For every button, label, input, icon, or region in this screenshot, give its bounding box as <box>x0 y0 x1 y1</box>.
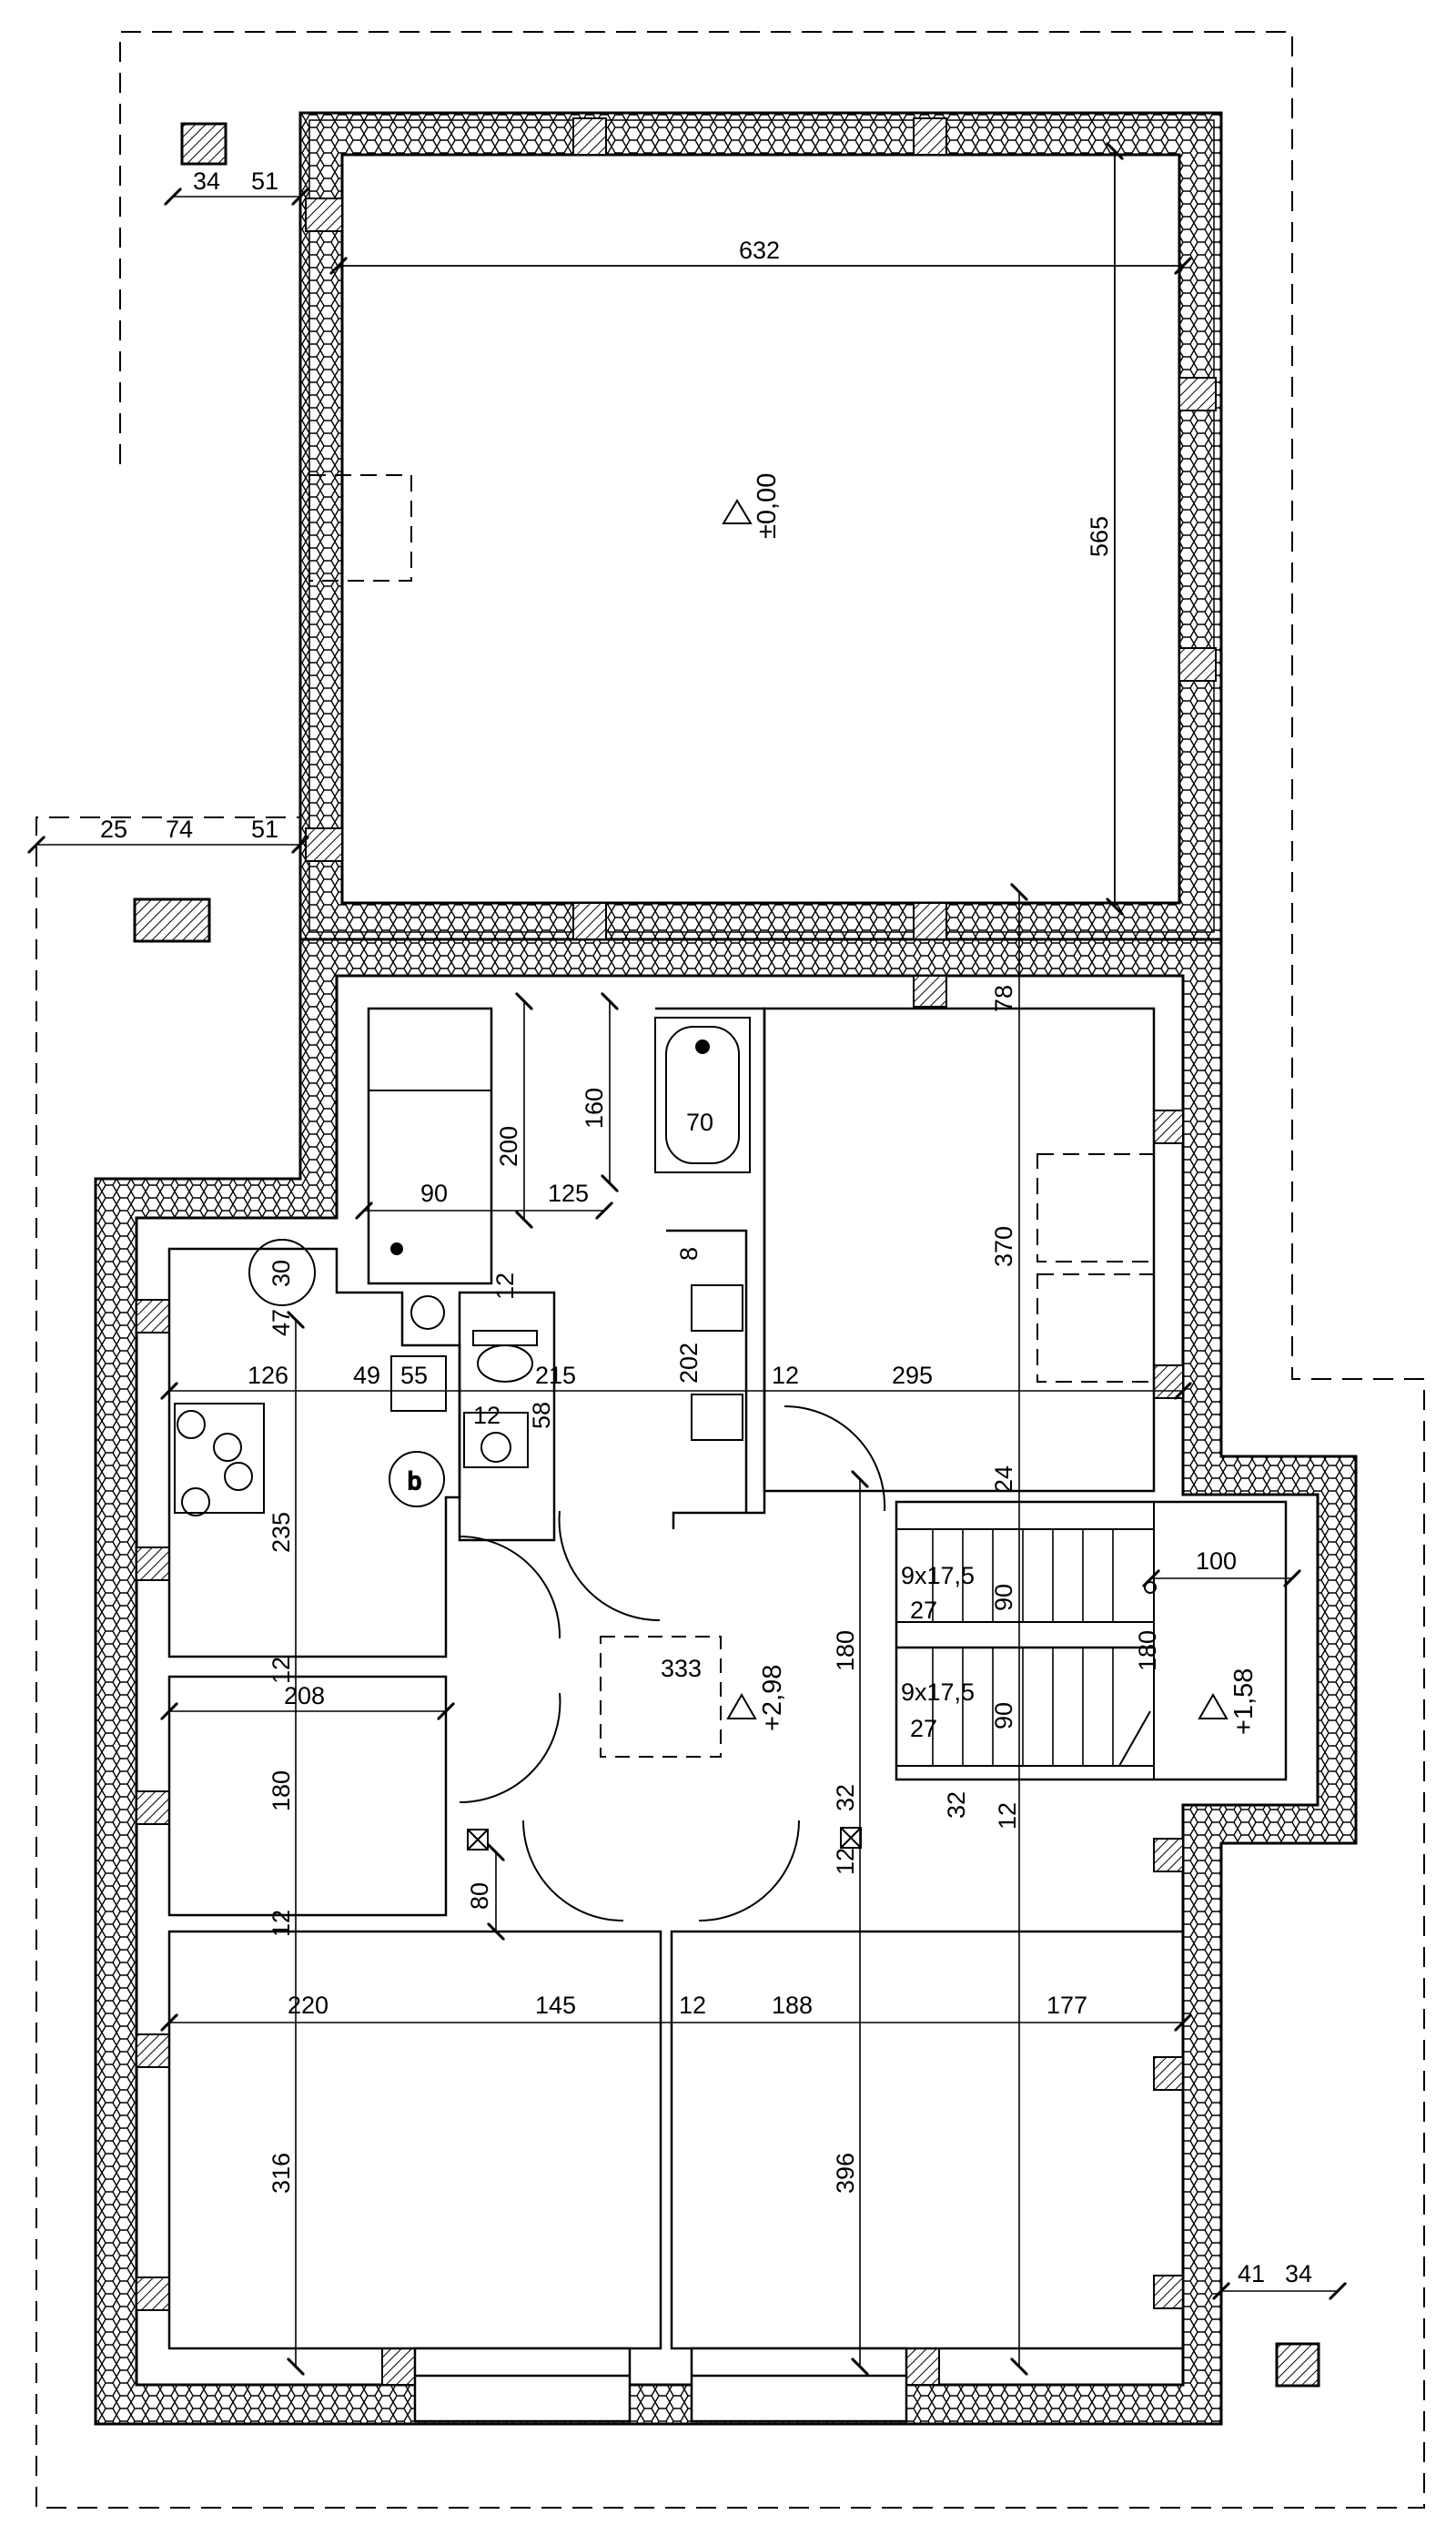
dim-34-bottom: 34 <box>1285 2260 1312 2287</box>
dim-565: 565 <box>1086 516 1113 557</box>
dim-47: 47 <box>268 1309 295 1336</box>
dim-126: 126 <box>248 1362 288 1389</box>
dim-12-b: 12 <box>473 1402 500 1429</box>
dim-80: 80 <box>466 1882 493 1910</box>
dim-12-f: 12 <box>832 1848 859 1875</box>
dim-12-a: 12 <box>491 1273 519 1300</box>
dim-12-c: 12 <box>772 1362 799 1389</box>
dim-125: 125 <box>548 1180 589 1207</box>
dim-12-h: 12 <box>679 1992 706 2019</box>
dim-30: 30 <box>268 1260 295 1287</box>
sink-icon <box>691 1284 743 1332</box>
dim-58: 58 <box>528 1402 555 1429</box>
dim-333: 333 <box>661 1655 702 1682</box>
dim-32-b: 32 <box>943 1791 970 1819</box>
windows <box>413 2347 908 2423</box>
dim-12-d: 12 <box>268 1657 295 1684</box>
door-swings <box>459 1404 886 1922</box>
dim-24: 24 <box>990 1465 1017 1493</box>
dim-27-b: 27 <box>910 1715 937 1742</box>
dim-78: 78 <box>990 985 1017 1012</box>
dim-32-a: 32 <box>832 1784 859 1811</box>
dim-145: 145 <box>535 1992 576 2019</box>
dim-9x175-a: 9x17,5 <box>901 1562 975 1589</box>
chimney-vents <box>133 122 1320 2388</box>
dim-180-hall: 180 <box>832 1630 859 1671</box>
dim-200: 200 <box>495 1126 522 1167</box>
dim-202: 202 <box>675 1343 703 1384</box>
dim-220: 220 <box>288 1992 329 2019</box>
level-garage: ±0,00 <box>753 473 782 539</box>
dim-51-top: 51 <box>251 167 278 195</box>
dim-74: 74 <box>166 816 193 843</box>
dim-12-e: 12 <box>994 1802 1021 1830</box>
dim-25: 25 <box>100 816 127 843</box>
level-landing: +1,58 <box>1229 1668 1259 1735</box>
wall-hatches <box>136 117 1217 2386</box>
dim-177: 177 <box>1046 1992 1087 2019</box>
dim-632: 632 <box>739 237 780 264</box>
dim-51-mid: 51 <box>251 816 278 843</box>
site-outline <box>35 31 1425 2509</box>
washing-machine-icon <box>410 1295 445 1330</box>
dim-188: 188 <box>772 1992 813 2019</box>
dim-34-top: 34 <box>193 167 220 195</box>
garage-walls <box>298 111 1223 941</box>
dim-235: 235 <box>268 1512 295 1553</box>
dim-90: 90 <box>420 1180 448 1207</box>
dim-55: 55 <box>400 1362 428 1389</box>
bathtub-icon <box>654 1017 751 1173</box>
dim-27-a: 27 <box>910 1597 937 1624</box>
dim-295: 295 <box>892 1362 933 1389</box>
dim-9x175-b: 9x17,5 <box>901 1678 975 1706</box>
dim-370: 370 <box>990 1226 1017 1267</box>
dim-41: 41 <box>1238 2260 1265 2287</box>
svg-text:b: b <box>408 1467 421 1495</box>
dim-49: 49 <box>353 1362 380 1389</box>
stove-icon <box>174 1403 265 1514</box>
dim-180-room: 180 <box>268 1770 295 1811</box>
dim-316: 316 <box>268 2153 295 2194</box>
dim-215: 215 <box>535 1362 576 1389</box>
dim-8: 8 <box>675 1247 703 1261</box>
dim-100: 100 <box>1196 1547 1237 1575</box>
dim-160: 160 <box>581 1088 608 1129</box>
dimension-lines <box>36 151 1338 2367</box>
bidet-icon <box>463 1412 529 1468</box>
dim-90-a: 90 <box>990 1584 1017 1611</box>
dim-396: 396 <box>832 2153 859 2194</box>
dimension-labels: 632 565 34 51 25 74 51 78 200 160 70 90 … <box>100 167 1312 2287</box>
level-hall: +2,98 <box>758 1665 787 1731</box>
dim-12-g: 12 <box>268 1910 295 1937</box>
dim-208: 208 <box>284 1682 325 1709</box>
dim-90-b: 90 <box>990 1702 1017 1729</box>
hall-skylight <box>600 1636 722 1758</box>
dim-70: 70 <box>686 1109 713 1136</box>
dim-180-stair: 180 <box>1134 1630 1161 1671</box>
level-markers <box>722 499 1228 1719</box>
